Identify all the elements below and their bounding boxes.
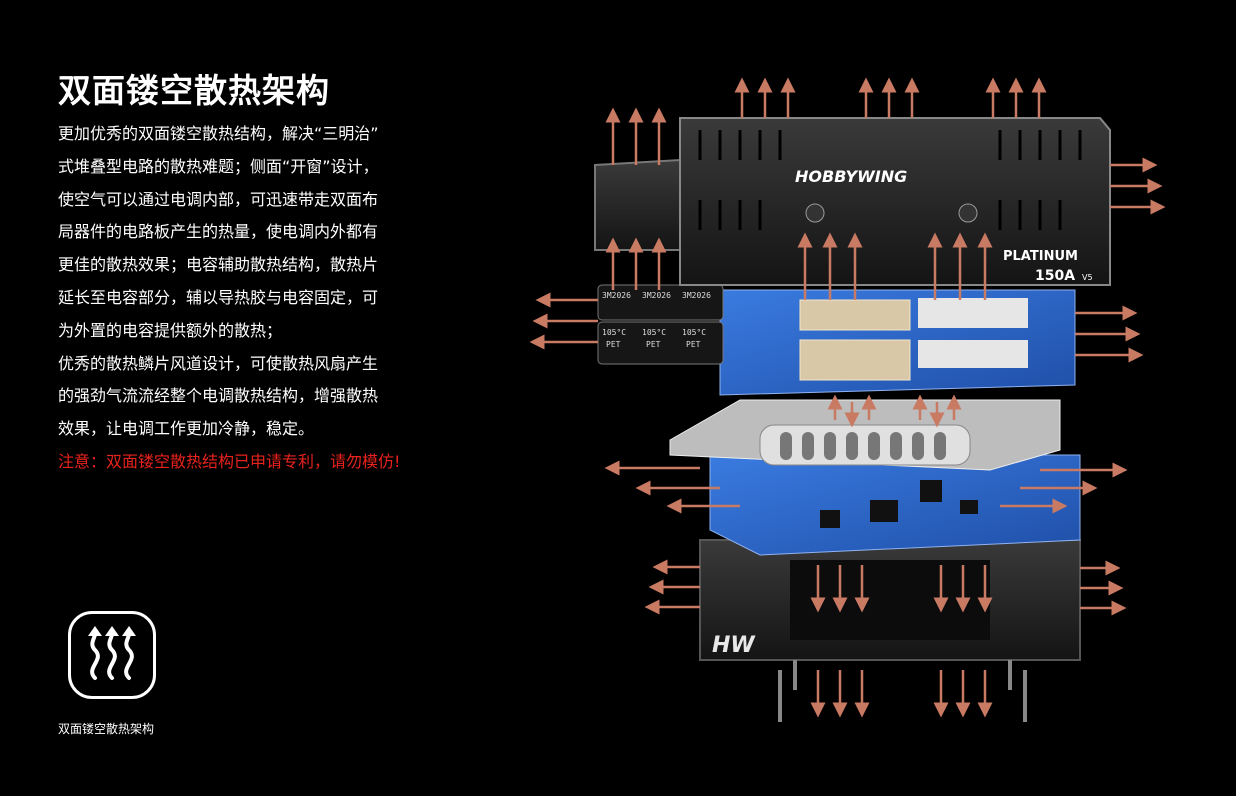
- heat-waves-icon-graphic: [88, 626, 136, 680]
- description-line: 优秀的散热鳞片风道设计，可使散热风扇产生: [58, 353, 379, 373]
- cap-label: PET: [686, 340, 701, 349]
- upper-pcb: [719, 289, 1076, 396]
- description-text: 更加优秀的双面镂空散热结构，解决“三明治” 式堆叠型电路的散热难题；侧面“开窗”…: [58, 118, 458, 479]
- esc-exploded-view: HW: [530, 77, 1166, 722]
- description-line: 局器件的电路板产生的热量，使电调内外都有: [58, 222, 379, 242]
- description-line: 更佳的散热效果；电容辅助散热结构，散热片: [58, 255, 379, 275]
- description-line: 为外置的电容提供额外的散热；: [58, 320, 283, 340]
- rating-label: 150A: [1035, 268, 1075, 284]
- description-line: 延长至电容部分，辅以导热胶与电容固定，可: [58, 287, 379, 307]
- icon-caption: 双面镂空散热架构: [58, 722, 155, 736]
- description-line: 效果，让电调工作更加冷静，稳定。: [58, 419, 315, 439]
- brand-label: HOBBYWING: [795, 167, 907, 186]
- description-line: 式堆叠型电路的散热难题；侧面“开窗”设计，: [58, 156, 379, 176]
- cap-label: 105°C: [602, 328, 626, 337]
- airflow-arrows: [530, 77, 1166, 718]
- page-title: 双面镂空散热架构: [58, 71, 330, 110]
- heat-waves-icon: [68, 611, 156, 699]
- patent-notice: 注意：双面镂空散热结构已申请专利，请勿模仿!: [58, 451, 401, 471]
- cap-label: PET: [606, 340, 621, 349]
- capacitor-bank: 3M2026 3M2026 3M2026 105°C 105°C 105°C P…: [597, 284, 724, 365]
- lower-pcb: [709, 454, 1081, 556]
- cap-label: 3M2026: [602, 291, 631, 300]
- screws: [778, 660, 1027, 722]
- description-line: 使空气可以通过电调内部，可迅速带走双面布: [58, 189, 379, 209]
- description-line: 的强劲气流流经整个电调散热结构，增强散热: [58, 386, 379, 406]
- description-line: 更加优秀的双面镂空散热结构，解决“三明治”: [58, 124, 379, 143]
- cap-label: 3M2026: [642, 291, 671, 300]
- bottom-case: HW: [699, 539, 1081, 661]
- cap-label: 3M2026: [682, 291, 711, 300]
- bottom-logo: HW: [712, 633, 756, 658]
- cap-label: PET: [646, 340, 661, 349]
- model-line-label: PLATINUM: [1003, 249, 1078, 264]
- top-heatsink: HOBBYWING PLATINUM 150A V5: [594, 117, 1111, 286]
- cap-label: 105°C: [642, 328, 666, 337]
- heat-spreader-plate: [669, 399, 1061, 471]
- cap-label: 105°C: [682, 328, 706, 337]
- version-label: V5: [1082, 273, 1093, 282]
